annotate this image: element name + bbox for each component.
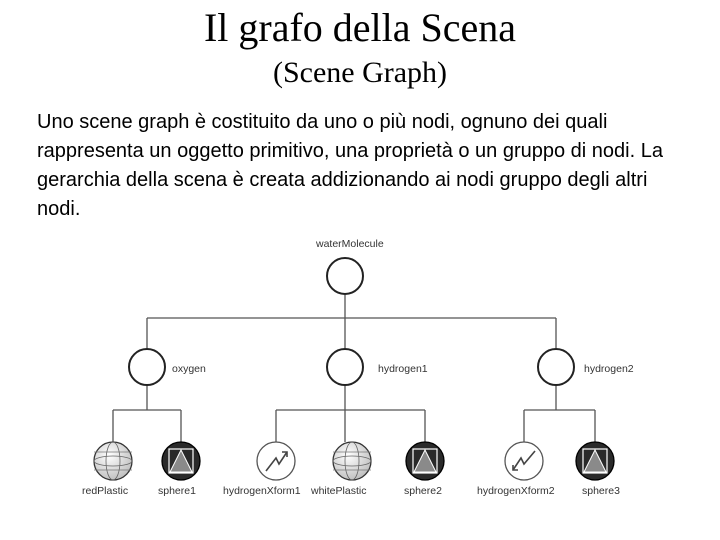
group-node-icon [128, 348, 166, 386]
leaf-node-whiteplastic: whitePlastic [310, 441, 372, 497]
group-node-icon [326, 348, 364, 386]
group-node-hydrogen1: hydrogen1 [326, 348, 428, 386]
sphere-shape-icon [575, 441, 615, 481]
group-node-icon [537, 348, 575, 386]
root-node: waterMolecule [315, 238, 384, 295]
graph-edges [112, 295, 596, 442]
leaf-node-label: sphere2 [404, 485, 442, 497]
slide-body-text: Uno scene graph è costituito da uno o pi… [37, 111, 663, 220]
leaf-node-label: sphere3 [582, 485, 620, 497]
transform-icon [256, 441, 296, 481]
leaf-node-sphere1: sphere1 [158, 441, 201, 497]
group-node-icon [326, 257, 364, 295]
material-sphere-icon [332, 441, 372, 481]
leaf-node-sphere2: sphere2 [404, 441, 445, 497]
group-node-label: hydrogen1 [378, 363, 428, 375]
leaf-node-sphere3: sphere3 [575, 441, 620, 497]
leaf-node-hydrogenxform1: hydrogenXform1 [223, 441, 301, 497]
sphere-shape-icon [161, 441, 201, 481]
group-node-oxygen: oxygen [128, 348, 206, 386]
material-sphere-icon [93, 441, 133, 481]
sphere-shape-icon [405, 441, 445, 481]
leaf-node-label: hydrogenXform2 [477, 485, 555, 497]
root-node-label: waterMolecule [315, 238, 384, 250]
leaf-node-hydrogenxform2: hydrogenXform2 [477, 441, 555, 497]
group-node-hydrogen2: hydrogen2 [537, 348, 634, 386]
scene-graph-diagram: waterMolecule oxygen hydrogen1 hydrogen2… [82, 238, 634, 497]
group-node-label: hydrogen2 [584, 363, 634, 375]
leaf-node-label: sphere1 [158, 485, 196, 497]
group-node-label: oxygen [172, 363, 206, 375]
slide-subtitle: (Scene Graph) [272, 56, 448, 89]
slide-title: Il grafo della Scena [203, 5, 517, 50]
leaf-node-label: whitePlastic [310, 485, 366, 497]
leaf-node-redplastic: redPlastic [82, 441, 133, 497]
transform-icon [504, 441, 544, 481]
leaf-node-label: hydrogenXform1 [223, 485, 301, 497]
leaf-node-label: redPlastic [82, 485, 128, 497]
